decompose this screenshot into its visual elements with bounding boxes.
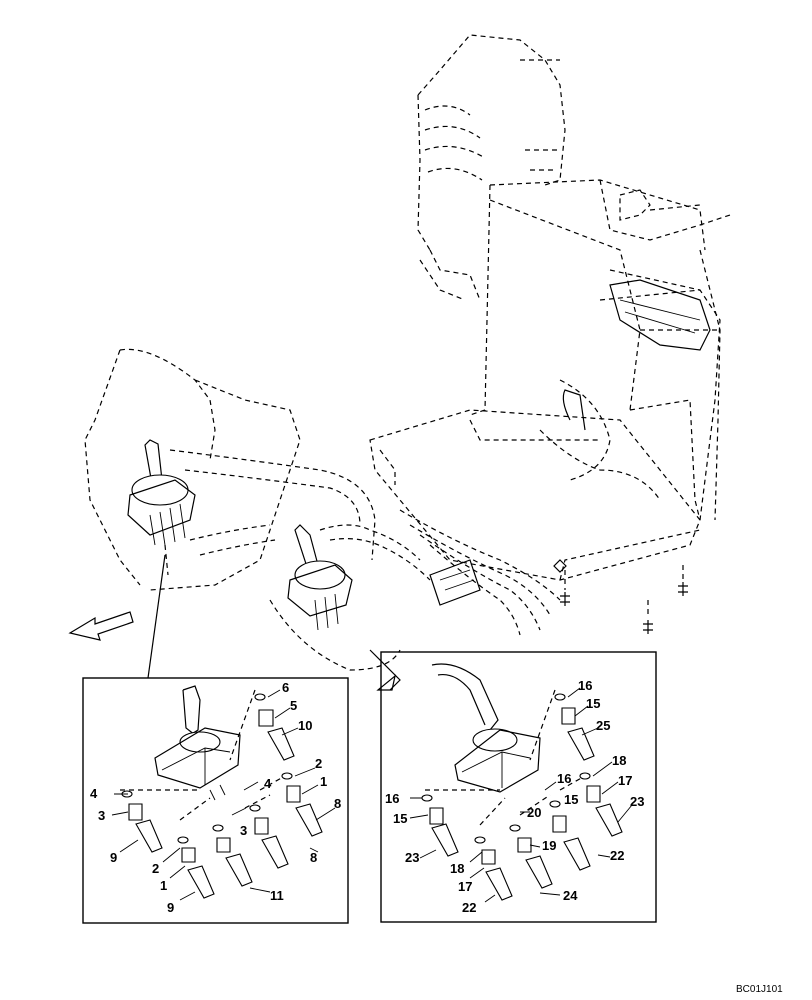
callout: 16	[385, 791, 399, 806]
callout: 19	[542, 838, 556, 853]
callout: 5	[290, 698, 297, 713]
callout: 22	[610, 848, 624, 863]
console-phantom	[84, 348, 401, 671]
callout: 23	[405, 850, 419, 865]
right-joystick-assembly	[287, 524, 431, 631]
drawing-reference: BC01J101	[736, 984, 783, 995]
callout: 3	[240, 823, 247, 838]
direction-arrow-icon	[68, 611, 134, 641]
callout: 16	[578, 678, 592, 693]
callout: 4	[90, 786, 98, 801]
callout: 11	[270, 888, 284, 903]
callout: 15	[586, 696, 600, 711]
callout: 20	[527, 805, 541, 820]
leader-line-left	[147, 554, 166, 679]
callout: 2	[315, 756, 322, 771]
callout: 25	[596, 718, 610, 733]
detail-box-right: 16 15 25 18 17 16 15 23 16 15 20 23 18 1…	[380, 651, 657, 923]
upper-assembly-phantom	[369, 34, 731, 636]
callout: 9	[110, 850, 117, 865]
callout: 17	[618, 773, 632, 788]
leader-line-right	[369, 649, 401, 691]
detail-box-left: 6 5 10 2 1 8 4 4 3 3 9 2 1 8 9 11	[82, 677, 349, 924]
callout: 16	[557, 771, 571, 786]
callout: 22	[462, 900, 476, 915]
callout: 15	[393, 811, 407, 826]
callout: 23	[630, 794, 644, 809]
callout: 18	[450, 861, 464, 876]
callout: 1	[320, 774, 327, 789]
callout: 17	[458, 879, 472, 894]
callout: 6	[282, 680, 289, 695]
callout: 15	[564, 792, 578, 807]
callout: 3	[98, 808, 105, 823]
callout: 1	[160, 878, 167, 893]
callout: 10	[298, 718, 312, 733]
callout: 4	[264, 776, 272, 791]
callout: 18	[612, 753, 626, 768]
callout: 24	[563, 888, 578, 903]
callout: 9	[167, 900, 174, 915]
left-joystick-assembly	[127, 439, 196, 576]
callout: 8	[334, 796, 341, 811]
callout: 8	[310, 850, 317, 865]
callout: 2	[152, 861, 159, 876]
